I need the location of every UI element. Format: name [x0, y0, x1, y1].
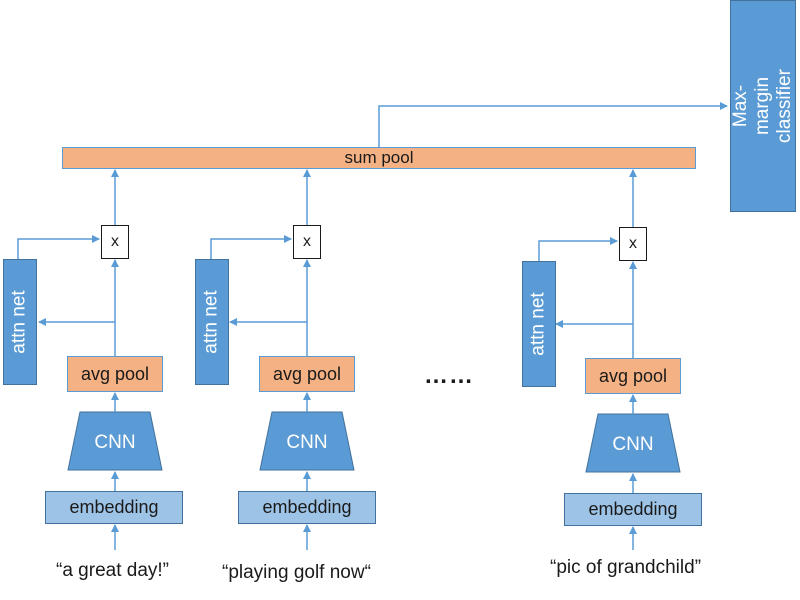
input-text-1: “a great day!”	[56, 560, 169, 581]
multiply-node-3: x	[619, 227, 647, 261]
attn-net-box-2: attn net	[195, 259, 229, 385]
cnn-block-2	[259, 411, 355, 471]
cnn-block-3	[585, 413, 681, 473]
max-margin-classifier-box: Max-margin classifier	[730, 0, 796, 212]
avg-pool-box-3: avg pool	[585, 358, 681, 394]
input-text-3: “pic of grandchild”	[550, 557, 702, 578]
input-text-2: “playing golf now“	[222, 562, 371, 583]
more-branches-ellipsis: ……	[424, 362, 474, 389]
cnn-label-3: CNN	[612, 434, 653, 455]
arrow-attn-to-mult-2	[210, 235, 292, 259]
embedding-box-1: embedding	[45, 491, 183, 524]
cnn-block-1	[67, 411, 163, 471]
avg-pool-box-2: avg pool	[259, 356, 355, 392]
attn-net-label-2: attn net	[201, 290, 223, 354]
classifier-label: Max-margin classifier	[730, 69, 795, 143]
embedding-box-2: embedding	[238, 491, 376, 524]
embedding-box-3: embedding	[564, 493, 702, 526]
attn-net-label-3: attn net	[528, 292, 550, 356]
arrow-sumpool-to-classifier	[378, 102, 728, 147]
attn-net-label-1: attn net	[9, 290, 31, 354]
cnn-label-1: CNN	[94, 432, 135, 453]
sum-pool-bar: sum pool	[62, 147, 696, 169]
avg-pool-box-1: avg pool	[67, 356, 163, 392]
arrow-attn-to-mult-1	[17, 235, 100, 259]
cnn-label-2: CNN	[286, 432, 327, 453]
attn-net-box-1: attn net	[3, 259, 37, 385]
multiply-node-2: x	[293, 225, 321, 259]
arrow-attn-to-mult-3	[538, 237, 618, 261]
multiply-node-1: x	[101, 225, 129, 259]
attn-net-box-3: attn net	[522, 261, 556, 387]
